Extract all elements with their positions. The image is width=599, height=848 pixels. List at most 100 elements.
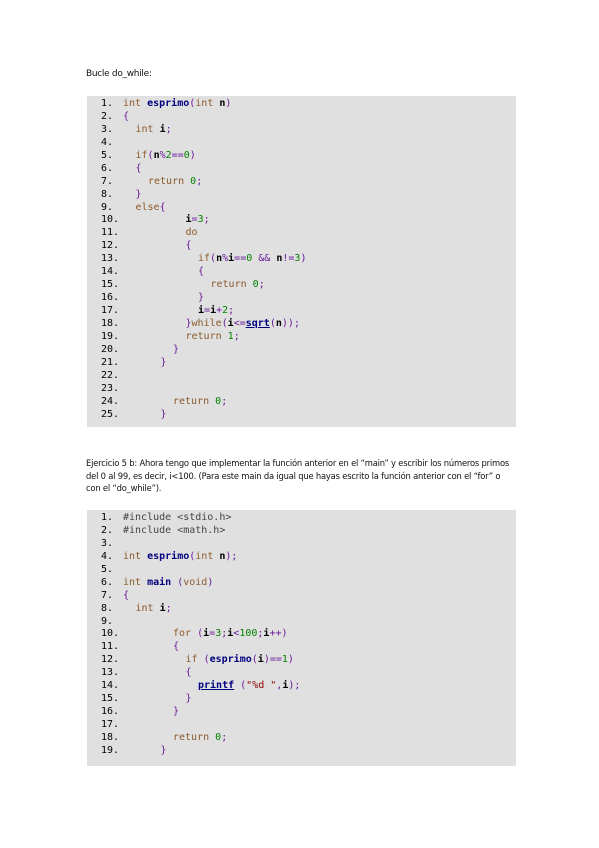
line-number: 6. (101, 576, 114, 588)
code-line: 20.} (87, 344, 516, 357)
code-line: 7.return 0; (87, 176, 516, 189)
line-number: 24. (101, 395, 120, 407)
code-block-do-while: 1. int esprimo(int n) 2. {3. int i; 4.5. if(n%… (87, 96, 516, 427)
line-number: 16. (101, 706, 120, 718)
line-number: 16. (101, 292, 120, 304)
code-line: 6. int main (void) (87, 577, 516, 590)
line-number: 4. (101, 550, 114, 562)
code-line: 7. { (87, 590, 516, 603)
code-text: i=3; (185, 214, 210, 226)
code-line: 22. (87, 370, 516, 383)
line-number: 10. (101, 214, 120, 226)
code-text: int esprimo(int n); (123, 550, 238, 562)
code-text: return 0; (210, 279, 265, 291)
line-number: 8. (101, 188, 114, 200)
exercise-paragraph: Ejercicio 5 b: Ahora tengo que implement… (86, 458, 510, 493)
code-text: } (160, 408, 167, 420)
code-text: } (173, 343, 180, 355)
code-text: #include <math.h> (123, 524, 226, 536)
line-number: 20. (101, 343, 120, 355)
line-number: 11. (101, 227, 120, 239)
line-number: 19. (101, 744, 120, 756)
code-text: { (173, 641, 180, 653)
code-text: } (135, 188, 142, 200)
line-number: 25. (101, 408, 120, 420)
code-text: } (185, 693, 192, 705)
line-number: 17. (101, 719, 120, 730)
code-block-main: 1.#include <stdio.h>2. #include <math.h> 3… (87, 510, 516, 766)
line-number: 7. (101, 589, 114, 601)
code-line: 9. (87, 616, 516, 629)
code-text: for (i=3;i<100;i++) (173, 628, 288, 640)
code-text: } (160, 744, 167, 756)
code-text: { (198, 266, 205, 278)
code-line: 10. for (i=3;i<100;i++) (87, 628, 516, 641)
code-text: int i; (135, 123, 172, 135)
code-line: 18. }while(i<=sqrt(n)); (87, 318, 516, 331)
line-number: 14. (101, 680, 120, 692)
line-number: 1. (101, 98, 114, 109)
code-text: return 0; (148, 175, 203, 187)
code-text: { (123, 589, 130, 601)
code-line: 8.int i; (87, 603, 516, 616)
code-text: if (esprimo(i)==1) (185, 654, 294, 666)
code-text: } (173, 706, 180, 718)
line-number: 15. (101, 693, 120, 705)
line-number: 2. (101, 110, 114, 122)
code-text: int i; (135, 602, 172, 614)
code-text: #include <stdio.h> (123, 512, 232, 523)
code-text: int main (void) (123, 576, 214, 588)
line-number: 15. (101, 279, 120, 291)
line-number: 18. (101, 731, 120, 743)
line-number: 9. (101, 201, 114, 213)
code-text: } (198, 292, 205, 304)
code-line: 19.return 1; (87, 331, 516, 344)
code-line: 9. else{ (87, 202, 516, 215)
code-line: 3. int i; (87, 124, 516, 137)
line-number: 13. (101, 253, 120, 265)
line-number: 22. (101, 369, 120, 381)
line-number: 3. (101, 537, 114, 549)
code-text: return 0; (173, 731, 228, 743)
code-line: 2. { (87, 111, 516, 124)
code-line: 1.#include <stdio.h> (87, 512, 516, 525)
line-number: 6. (101, 162, 114, 174)
code-text: else{ (135, 201, 166, 213)
code-line: 15. return 0; (87, 279, 516, 292)
line-number: 3. (101, 123, 114, 135)
code-line: 17. (87, 719, 516, 732)
line-number: 10. (101, 628, 120, 640)
code-text: printf ("%d ",i); (198, 680, 301, 692)
code-text: }while(i<=sqrt(n)); (185, 317, 300, 329)
code-text: return 1; (185, 330, 240, 342)
code-line: 2. #include <math.h> (87, 525, 516, 538)
line-number: 2. (101, 524, 114, 536)
code-line: 19.} (87, 745, 516, 758)
line-number: 17. (101, 305, 120, 316)
line-number: 9. (101, 615, 114, 627)
code-line: 1. int esprimo(int n) (87, 98, 516, 111)
code-line: 23. (87, 383, 516, 396)
line-number: 12. (101, 654, 120, 666)
code-line: 11. do (87, 227, 516, 240)
line-number: 14. (101, 266, 120, 278)
line-number: 12. (101, 240, 120, 252)
code-line: 12. if (esprimo(i)==1) (87, 654, 516, 667)
code-text: } (160, 356, 167, 368)
line-number: 18. (101, 317, 120, 329)
code-text: { (123, 110, 130, 122)
code-line: 5. if(n%2==0) (87, 150, 516, 163)
code-text: { (135, 162, 142, 174)
code-text: if(n%i==0 && n!=3) (198, 253, 307, 265)
code-text: i=i+2; (198, 305, 235, 316)
line-number: 5. (101, 149, 114, 161)
line-number: 5. (101, 563, 114, 575)
code-text: return 0; (173, 395, 228, 407)
code-line: 6. { (87, 163, 516, 176)
code-line: 14. printf ("%d ",i); (87, 680, 516, 693)
code-text: int esprimo(int n) (123, 98, 232, 109)
code-text: if(n%2==0) (135, 149, 196, 161)
code-text: do (185, 227, 198, 239)
line-number: 4. (101, 136, 114, 148)
